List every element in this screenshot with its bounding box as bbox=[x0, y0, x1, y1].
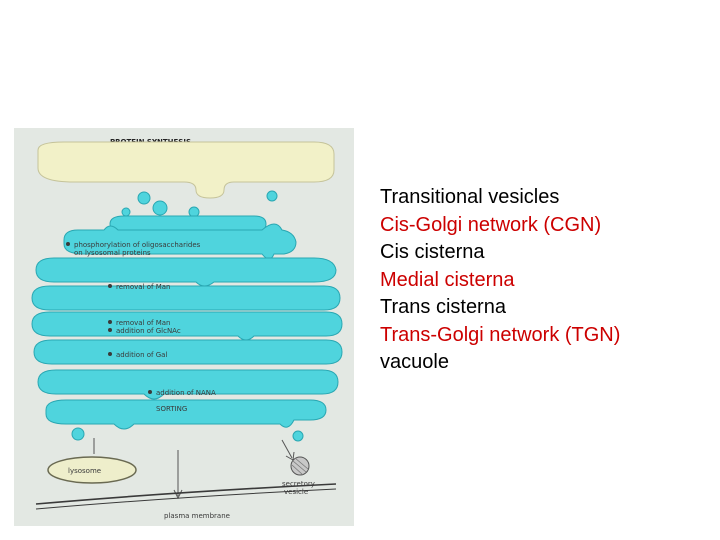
medial-cisterna bbox=[31, 285, 341, 311]
trans-cisterna bbox=[33, 339, 343, 365]
label-phosphorylation: phosphorylation of oligosaccharides bbox=[74, 241, 201, 249]
label-lysosomal-proteins: on lysosomal proteins bbox=[74, 249, 151, 257]
budding-vesicle bbox=[71, 427, 85, 441]
lysosome bbox=[47, 456, 137, 484]
label-removal-man-1: removal of Man bbox=[116, 283, 170, 291]
endoplasmic-reticulum bbox=[37, 141, 335, 199]
plasma-membrane-inner bbox=[35, 488, 337, 510]
legend-item-medial-cisterna: Medial cisterna bbox=[380, 268, 515, 291]
lysosome-label: lysosome bbox=[68, 467, 101, 475]
trans-golgi-network bbox=[37, 369, 339, 400]
golgi-diagram-svg: PROTEIN SYNTHESIS bbox=[14, 128, 354, 526]
legend-item-trans-golgi-network: Trans-Golgi network (TGN) bbox=[380, 323, 621, 346]
golgi-stack bbox=[31, 215, 343, 442]
legend-item-vacuole: vacuole bbox=[380, 351, 449, 373]
label-removal-man-2: removal of Man bbox=[116, 319, 170, 327]
label-addition-glcnac: addition of GlcNAc bbox=[116, 327, 181, 335]
golgi-diagram: PROTEIN SYNTHESIS bbox=[14, 128, 354, 526]
secretory-label-2: vesicle bbox=[284, 488, 308, 496]
label-addition-gal: addition of Gal bbox=[116, 351, 167, 359]
plasma-membrane-label: plasma membrane bbox=[164, 512, 230, 520]
golgi-legend: Transitional vesicles Cis-Golgi network … bbox=[380, 184, 620, 377]
budding-vesicle bbox=[292, 430, 304, 442]
secretory-vesicle-hatch bbox=[291, 457, 309, 476]
plasma-membrane bbox=[35, 483, 337, 505]
transitional-vesicles bbox=[121, 190, 278, 218]
bullet-dots bbox=[66, 242, 152, 394]
legend-item-cis-cisterna: Cis cisterna bbox=[380, 241, 485, 263]
legend-item-transitional-vesicles: Transitional vesicles bbox=[380, 186, 560, 208]
label-addition-nana: addition of NANA bbox=[156, 389, 216, 397]
medial-cisterna-2 bbox=[31, 311, 343, 341]
secretory-label-1: secretory bbox=[282, 480, 315, 488]
vacuole bbox=[45, 399, 327, 430]
legend-item-cis-golgi-network: Cis-Golgi network (CGN) bbox=[380, 213, 602, 236]
cis-cisterna-2 bbox=[35, 257, 337, 287]
legend-item-trans-cisterna: Trans cisterna bbox=[380, 296, 506, 318]
cis-cisterna bbox=[63, 223, 297, 260]
label-sorting: SORTING bbox=[156, 405, 187, 413]
